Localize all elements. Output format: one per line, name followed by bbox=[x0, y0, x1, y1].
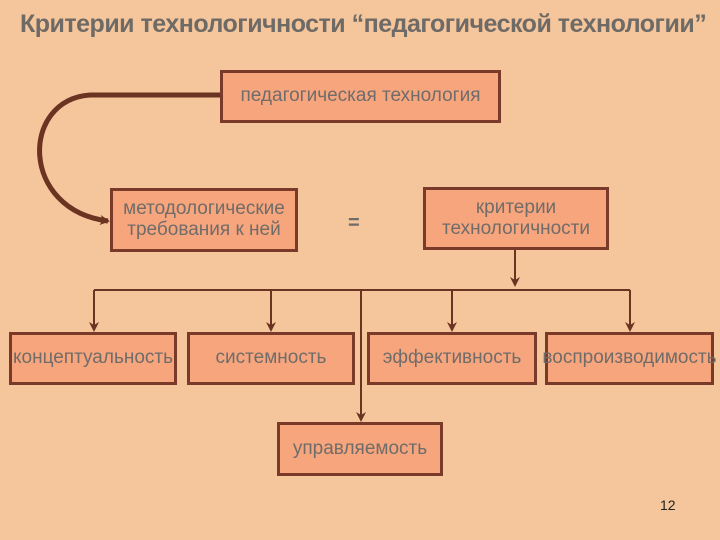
box-effectiveness: эффективность bbox=[367, 332, 537, 385]
box-technological-criteria: критерии технологичности bbox=[423, 187, 609, 250]
equals-sign: = bbox=[348, 212, 360, 234]
box-reproducibility: воспроизводимость bbox=[542, 332, 717, 385]
box-pedagogical-technology: педагогическая технология bbox=[220, 70, 501, 123]
box-methodological-requirements: методологические требования к ней bbox=[110, 188, 298, 252]
page-number: 12 bbox=[660, 497, 676, 513]
box-conceptuality: концептуальность bbox=[9, 332, 177, 385]
slide-title: Критерии технологичности “педагогической… bbox=[20, 10, 707, 38]
box-manageability: управляемость bbox=[277, 422, 443, 476]
curved-arrow bbox=[37, 92, 220, 225]
box-systemness: системность bbox=[187, 332, 355, 385]
